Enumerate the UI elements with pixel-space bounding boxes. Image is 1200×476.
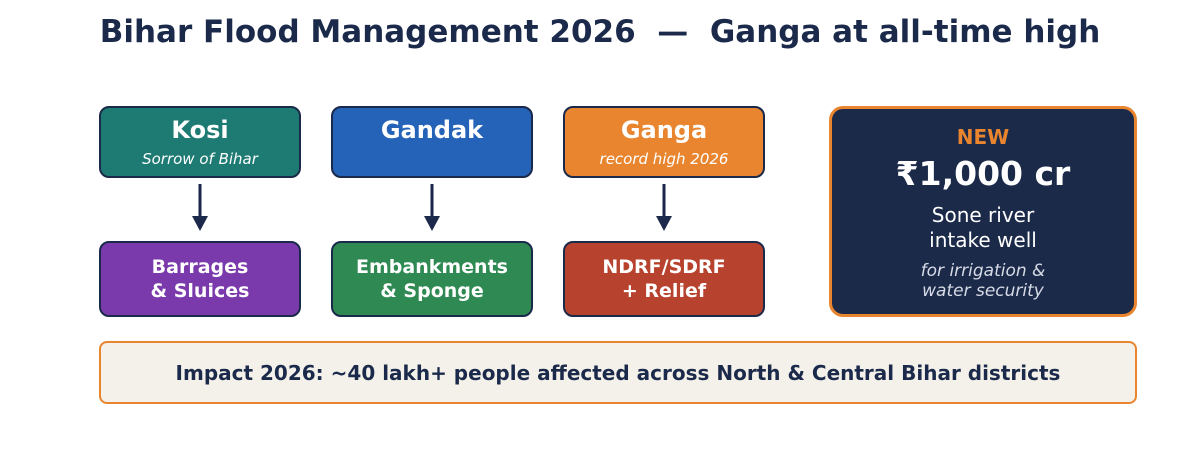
down-arrow-icon	[424, 184, 440, 231]
river-box-ganga: Ganga record high 2026	[563, 106, 765, 178]
river-name: Gandak	[380, 116, 484, 144]
river-subtitle: Sorrow of Bihar	[142, 150, 258, 168]
river-name: Kosi	[171, 116, 229, 144]
action-line: + Relief	[621, 280, 707, 302]
diagram-title: Bihar Flood Management 2026 — Ganga at a…	[99, 14, 1101, 50]
action-line: & Sponge	[380, 280, 484, 302]
river-name: Ganga	[620, 116, 708, 144]
new-badge: NEW	[956, 125, 1010, 149]
action-line: & Sluices	[150, 280, 250, 302]
highlight-description: Sone river intake well	[832, 203, 1134, 253]
down-arrow-icon	[656, 184, 672, 231]
note-line: water security	[922, 281, 1044, 301]
river-box-gandak: Gandak	[331, 106, 533, 178]
description-line: intake well	[929, 228, 1037, 252]
amount-label: ₹1,000 cr	[895, 154, 1071, 193]
impact-banner: Impact 2026: ~40 lakh+ people affected a…	[99, 341, 1137, 404]
highlight-card: NEW ₹1,000 cr Sone river intake well for…	[829, 106, 1137, 317]
impact-text: Impact 2026: ~40 lakh+ people affected a…	[175, 360, 1061, 385]
note-line: for irrigation &	[920, 261, 1046, 281]
action-line: Barrages	[151, 256, 249, 278]
down-arrow-icon	[192, 184, 208, 231]
action-line: NDRF/SDRF	[602, 256, 726, 278]
action-box-barrages: Barrages & Sluices	[99, 241, 301, 317]
action-box-embankments: Embankments & Sponge	[331, 241, 533, 317]
description-line: Sone river	[931, 203, 1035, 227]
river-subtitle: record high 2026	[599, 150, 729, 168]
river-box-kosi: Kosi Sorrow of Bihar	[99, 106, 301, 178]
action-line: Embankments	[356, 256, 508, 278]
action-box-relief: NDRF/SDRF + Relief	[563, 241, 765, 317]
highlight-note: for irrigation & water security	[832, 261, 1134, 301]
